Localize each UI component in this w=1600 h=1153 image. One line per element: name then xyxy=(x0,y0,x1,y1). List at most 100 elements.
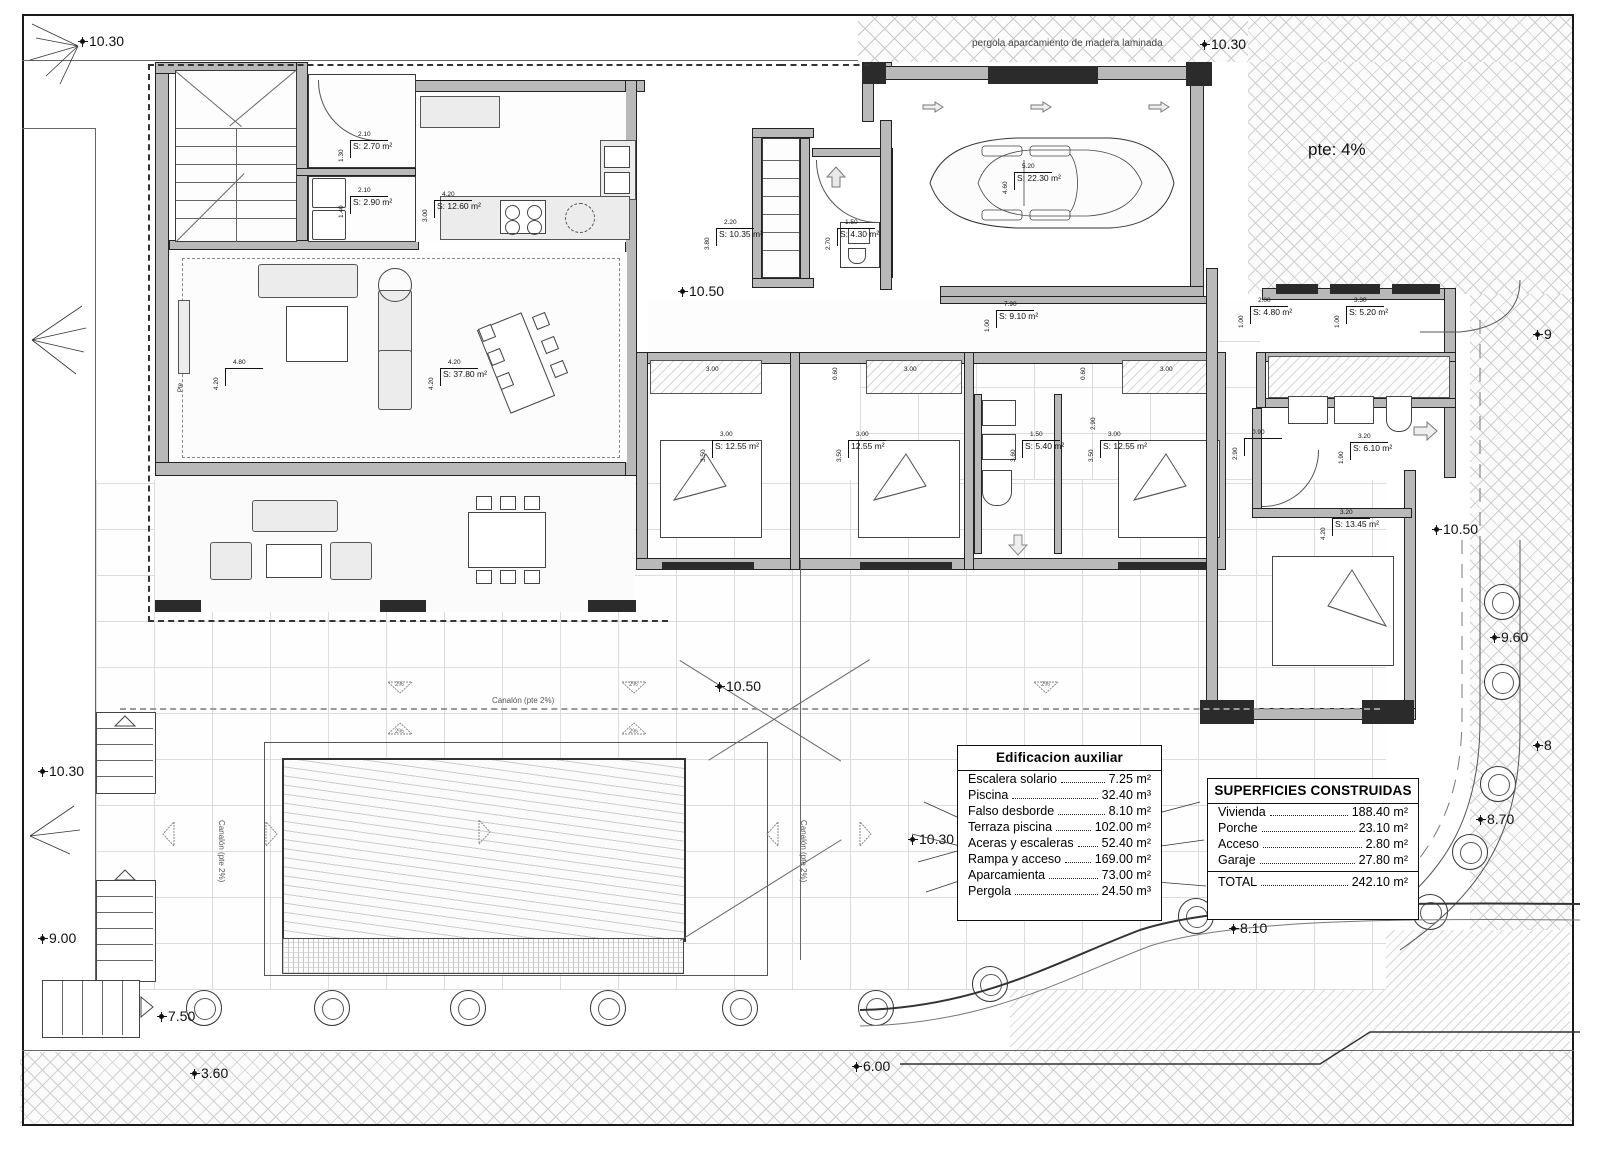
svg-text:2%: 2% xyxy=(395,682,404,688)
slope-arrow-10 xyxy=(475,818,491,846)
ext-stair-b1 xyxy=(62,981,63,1035)
built-value: 2.80 m² xyxy=(1365,837,1408,851)
wall-bed1-right xyxy=(790,352,800,570)
bed3 xyxy=(1118,440,1220,538)
east-bottom-detail-2 xyxy=(1362,700,1414,724)
area-hall: S: 9.10 m² xyxy=(999,311,1039,321)
bed2 xyxy=(858,440,960,538)
dim-lavadero-w: 2.10 xyxy=(358,187,371,194)
dim-paso-ves: 2.90 xyxy=(1090,417,1097,430)
area-bath: S: 5.40 m² xyxy=(1025,441,1065,451)
gutter-label-v-right: Canalón (pte 2%) xyxy=(799,820,808,883)
porch-dchair-2 xyxy=(500,496,516,510)
elevation-value: 6.00 xyxy=(863,1058,891,1074)
porch-dchair-3 xyxy=(524,496,540,510)
porch-chair-2 xyxy=(330,542,372,580)
tree-12 xyxy=(1452,834,1488,870)
built-value: 188.40 m² xyxy=(1351,805,1408,819)
entry-step-5 xyxy=(763,232,799,233)
table-row: Vivienda 188.40 m² xyxy=(1208,804,1418,820)
dim-garage-w: 5.20 xyxy=(1022,163,1035,170)
dim-bed3-h: 3.50 xyxy=(1088,449,1095,462)
porch-dining-table xyxy=(468,512,546,568)
site-boundary-right xyxy=(1572,14,1574,1126)
dots xyxy=(1261,831,1355,832)
slope-arrow-7 xyxy=(262,820,278,848)
gutter-label-v-left: Canalón (pte 2%) xyxy=(217,820,226,883)
dots xyxy=(1259,863,1355,864)
stair-step-2 xyxy=(176,146,296,147)
porch-dchair-6 xyxy=(524,570,540,584)
slope-arrow-8 xyxy=(766,820,782,848)
entry-step-2 xyxy=(763,178,799,179)
kitchen-burner-4 xyxy=(527,220,542,235)
aux-value: 7.25 m² xyxy=(1108,772,1151,786)
setback-dashed-bottom xyxy=(148,620,668,624)
arrow-terrace-up xyxy=(1006,534,1030,556)
bath-wc xyxy=(982,470,1012,506)
elevation-marker: 8.70 xyxy=(1476,811,1514,827)
kitchen-counter-top xyxy=(420,96,500,128)
elevation-marker: 3.60 xyxy=(190,1065,228,1081)
area-mbath: S: 6.10 m² xyxy=(1353,443,1393,453)
table-row: Garaje 27.80 m² xyxy=(1208,852,1418,868)
kitchen-sink-basin-1 xyxy=(604,146,630,168)
washer-1 xyxy=(312,178,346,208)
porch-chair-1 xyxy=(210,542,252,580)
bath-basin-2 xyxy=(982,434,1016,460)
aux-value: 52.40 m² xyxy=(1101,836,1151,850)
garage-post-right xyxy=(1186,62,1212,86)
dots xyxy=(1049,878,1098,879)
stair-step-5 xyxy=(176,200,296,201)
ext-stair-arrow-mid xyxy=(113,868,137,881)
dim-passage-bano: 0.60 xyxy=(832,367,839,380)
aux-name: Piscina xyxy=(968,788,1009,802)
built-name: Vivienda xyxy=(1218,805,1266,819)
elevation-value: 10.30 xyxy=(919,831,955,847)
built-value: 27.80 m² xyxy=(1358,853,1408,867)
site-paving-south xyxy=(20,1052,1574,1126)
ext-stair-t3 xyxy=(97,760,153,761)
master-wc xyxy=(1386,396,1412,432)
porch-dchair-5 xyxy=(500,570,516,584)
aux-name: Rampa y acceso xyxy=(968,852,1062,866)
site-slope-label: pte: 4% xyxy=(1308,140,1366,159)
wall-east-dress-left xyxy=(1256,352,1266,408)
porch-column-1 xyxy=(155,600,201,612)
dim-bed2-h: 3.50 xyxy=(836,449,843,462)
armchair-1 xyxy=(378,350,412,410)
ext-stair-arrow-top xyxy=(113,714,137,727)
arrow-entry xyxy=(824,166,848,188)
east-top-sill-3 xyxy=(1392,284,1440,294)
terrace-center-v xyxy=(800,560,801,960)
built-name: Porche xyxy=(1218,821,1258,835)
built-name: Acceso xyxy=(1218,837,1259,851)
dim-bed3-w: 3.00 xyxy=(1108,431,1121,438)
porch-dchair-1 xyxy=(476,496,492,510)
arrow-master xyxy=(1412,420,1438,442)
aux-name: Terraza piscina xyxy=(968,820,1053,834)
built-name: Garaje xyxy=(1218,853,1256,867)
table-built-title: SUPERFICIES CONSTRUIDAS xyxy=(1208,779,1418,804)
elevation-marker: 10.50 xyxy=(715,678,761,694)
svg-text:2%: 2% xyxy=(395,729,404,735)
closet-bed2 xyxy=(866,360,962,394)
gutter-label-h: Canalón (pte 2%) xyxy=(492,696,555,705)
leader-lines-topleft xyxy=(26,20,106,90)
porch-dchair-4 xyxy=(476,570,492,584)
aseo2-wc xyxy=(848,248,866,264)
dots xyxy=(1056,830,1091,831)
slope-arrow-5: 2% xyxy=(620,722,648,738)
bed1-fan xyxy=(672,450,728,506)
slope-arrow-1: 2% xyxy=(386,678,414,694)
master-basin-1 xyxy=(1288,396,1328,424)
entry-step-6 xyxy=(763,250,799,251)
dots xyxy=(1261,885,1348,886)
